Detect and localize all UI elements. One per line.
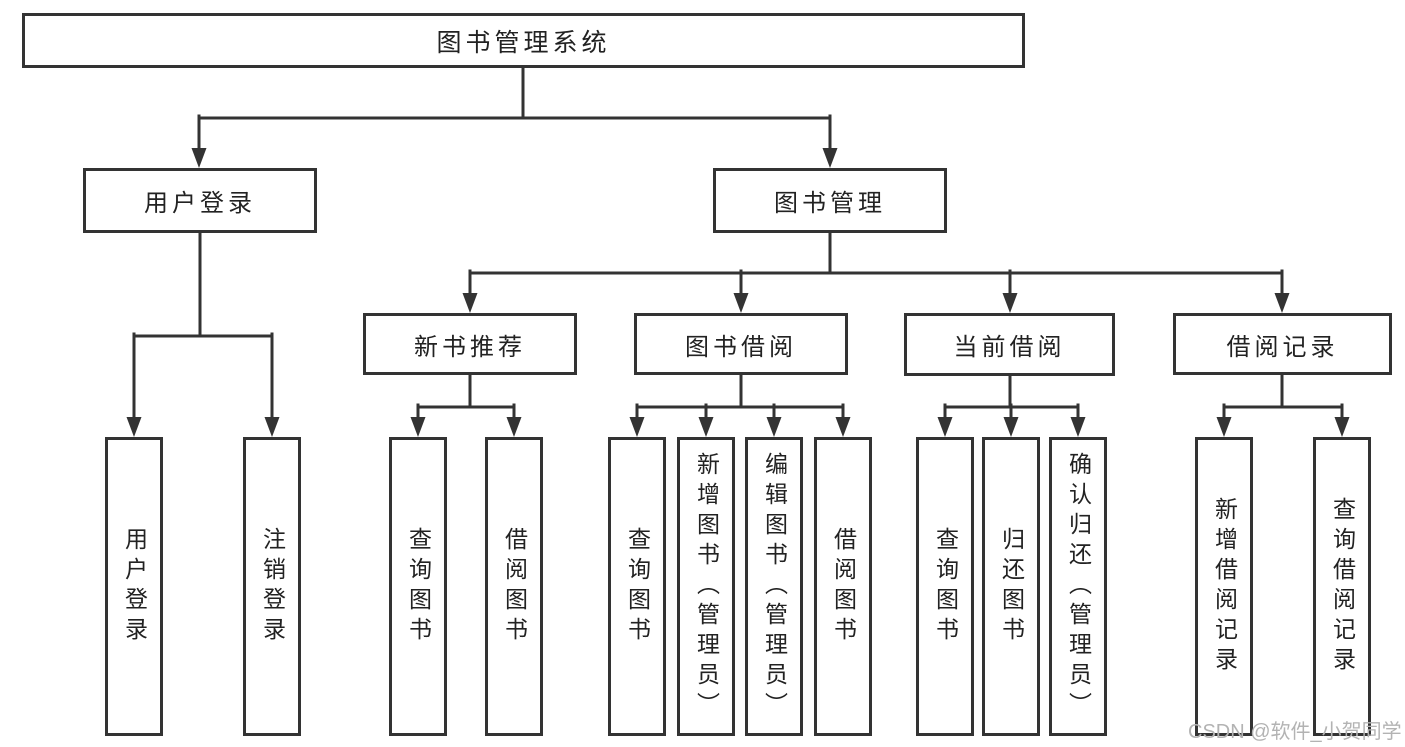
node-root: 图书管理系统 (22, 13, 1025, 68)
leaf-add-book-admin-label: 新增图书（管理员） (693, 451, 720, 722)
csdn-watermark: CSDN @软件_小贺同学 (1188, 721, 1402, 743)
leaf-query-books-borrow-label: 查询图书 (624, 526, 651, 647)
leaf-borrow-books-recommend: 借阅图书 (485, 437, 543, 736)
node-book-borrow: 图书借阅 (634, 313, 848, 375)
leaf-query-borrow-record: 查询借阅记录 (1313, 437, 1371, 736)
leaf-borrow-books: 借阅图书 (814, 437, 872, 736)
connector-book-management-sections (468, 231, 1284, 298)
leaf-query-books-current: 查询图书 (916, 437, 974, 736)
node-borrow-records-label: 借阅记录 (1226, 333, 1339, 361)
connector-user-login-children (132, 231, 274, 422)
leaf-return-book-label: 归还图书 (998, 526, 1025, 647)
node-user-login-label: 用户登录 (144, 190, 256, 217)
leaf-logout: 注销登录 (243, 437, 301, 736)
leaf-user-login-label: 用户登录 (121, 526, 148, 647)
leaf-query-books-recommend: 查询图书 (389, 437, 447, 736)
node-borrow-records: 借阅记录 (1173, 313, 1392, 375)
leaf-return-book: 归还图书 (982, 437, 1040, 736)
connector-current-children (943, 373, 1080, 422)
leaf-confirm-return-admin-label: 确认归还（管理员） (1065, 451, 1092, 722)
leaf-query-books-borrow: 查询图书 (608, 437, 666, 736)
connector-records-children (1222, 373, 1344, 422)
connector-recommend-children (416, 373, 516, 422)
node-root-label: 图书管理系统 (436, 28, 611, 57)
node-new-book-recommend: 新书推荐 (363, 313, 577, 375)
node-current-borrow: 当前借阅 (904, 313, 1115, 376)
node-current-borrow-label: 当前借阅 (953, 334, 1066, 361)
leaf-borrow-books-label: 借阅图书 (830, 526, 857, 647)
node-user-login: 用户登录 (83, 168, 317, 233)
leaf-edit-book-admin-label: 编辑图书（管理员） (761, 451, 788, 722)
leaf-borrow-books-recommend-label: 借阅图书 (501, 526, 528, 647)
leaf-edit-book-admin: 编辑图书（管理员） (745, 437, 803, 736)
leaf-logout-label: 注销登录 (259, 526, 286, 647)
leaf-add-borrow-record-label: 新增借阅记录 (1211, 496, 1238, 677)
connector-root-to-level2 (197, 64, 832, 153)
leaf-add-book-admin: 新增图书（管理员） (677, 437, 735, 736)
leaf-query-books-recommend-label: 查询图书 (405, 526, 432, 647)
node-book-management-label: 图书管理 (774, 190, 886, 217)
leaf-query-borrow-record-label: 查询借阅记录 (1329, 496, 1356, 677)
leaf-confirm-return-admin: 确认归还（管理员） (1049, 437, 1107, 736)
node-book-borrow-label: 图书借阅 (685, 333, 797, 361)
leaf-query-books-current-label: 查询图书 (932, 526, 959, 647)
node-new-book-recommend-label: 新书推荐 (414, 333, 526, 361)
node-book-management: 图书管理 (713, 168, 947, 233)
leaf-add-borrow-record: 新增借阅记录 (1195, 437, 1253, 736)
leaf-user-login: 用户登录 (105, 437, 163, 736)
connector-borrow-children (635, 373, 845, 422)
